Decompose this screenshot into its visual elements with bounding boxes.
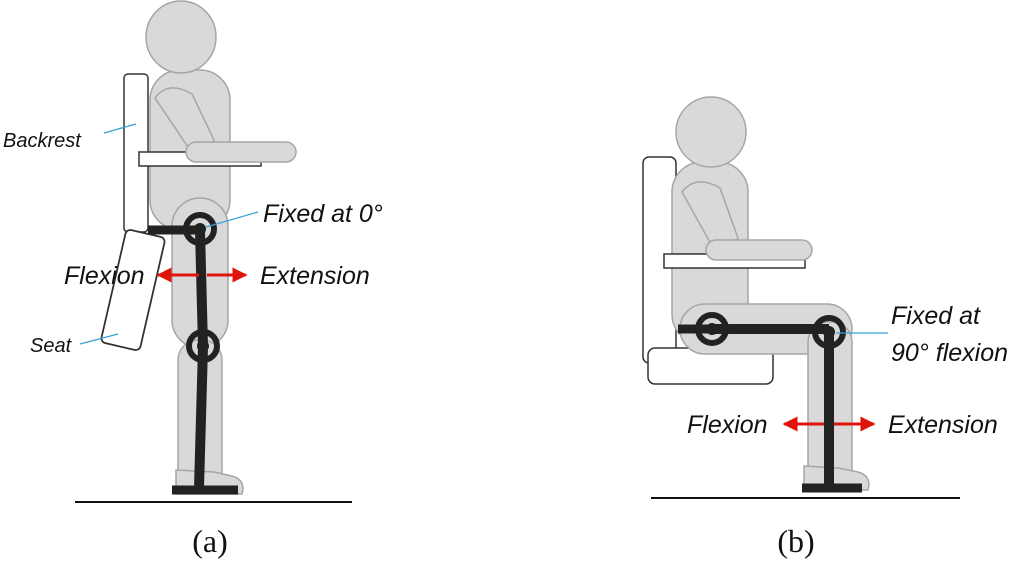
caption-b: (b) xyxy=(777,523,814,559)
head-b xyxy=(675,96,747,168)
head-a xyxy=(145,0,217,74)
label-fixed-b-line2: 90° flexion xyxy=(891,339,1008,367)
leader-seat xyxy=(79,333,119,345)
knee-joint-b xyxy=(812,315,846,349)
shin-strut-a xyxy=(194,346,208,489)
knee-joint-a xyxy=(186,329,220,363)
leader-backrest xyxy=(103,123,137,134)
forearm-b xyxy=(705,239,813,261)
label-seat: Seat xyxy=(30,335,73,357)
caption-a: (a) xyxy=(192,523,228,559)
panel-b: Fixed at 90° flexion Flexion Extension (… xyxy=(642,96,1008,559)
seat-a xyxy=(100,229,166,351)
thigh-strut-a xyxy=(195,229,208,348)
label-fixed-a: Fixed at 0° xyxy=(263,200,383,228)
label-fixed-b-line1: Fixed at xyxy=(891,302,981,330)
forearm-a xyxy=(185,141,297,163)
panel-a: Backrest Seat Fixed at 0° Flexion Extens… xyxy=(3,0,383,559)
label-flexion-a: Flexion xyxy=(64,262,145,290)
hip-joint-a xyxy=(183,212,217,246)
label-backrest: Backrest xyxy=(3,130,82,152)
hip-joint-b xyxy=(695,312,729,346)
label-extension-a: Extension xyxy=(260,262,370,290)
label-flexion-b: Flexion xyxy=(687,411,768,439)
leader-fixed-a xyxy=(205,211,259,228)
label-extension-b: Extension xyxy=(888,411,998,439)
